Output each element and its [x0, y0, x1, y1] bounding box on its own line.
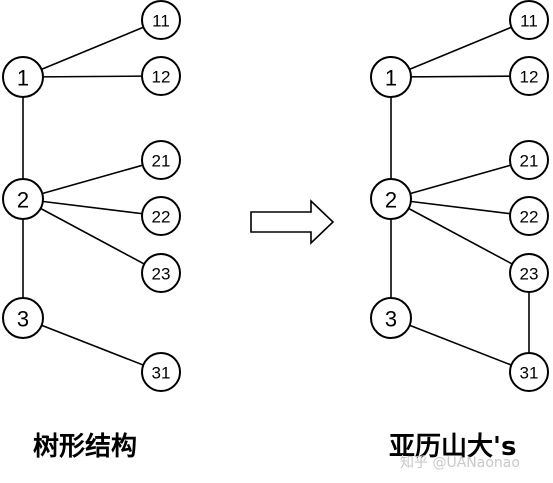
- right-node-23: 23: [509, 253, 549, 293]
- right-edge-2-21: [390, 159, 530, 200]
- left-node-label-1: 1: [17, 66, 29, 91]
- left-node-circle-23: [141, 253, 181, 293]
- right-edge-3-31: [390, 317, 530, 373]
- left-node-label-22: 22: [152, 208, 171, 227]
- left-node-circle-11: [141, 0, 181, 40]
- left-node-11: 11: [141, 0, 181, 40]
- right-graph-edges: [390, 19, 530, 373]
- right-node-22: 22: [509, 196, 549, 236]
- left-node-label-3: 3: [17, 307, 29, 332]
- left-edge-2-21: [22, 159, 162, 200]
- left-node-label-12: 12: [152, 68, 171, 87]
- right-caption: 亚历山大's: [389, 432, 517, 462]
- left-node-1: 1: [2, 56, 44, 98]
- right-node-label-12: 12: [520, 68, 539, 87]
- left-node-3: 3: [2, 297, 44, 339]
- left-edge-2-23: [22, 198, 162, 274]
- right-node-circle-11: [509, 0, 549, 40]
- right-node-label-1: 1: [385, 66, 397, 91]
- left-node-label-23: 23: [152, 265, 171, 284]
- right-node-label-23: 23: [520, 265, 539, 284]
- right-edge-2-22: [390, 198, 530, 217]
- left-node-21: 21: [141, 140, 181, 180]
- right-arrow-icon: [250, 199, 335, 245]
- right-node-label-11: 11: [520, 12, 538, 31]
- left-node-circle-2: [2, 178, 44, 220]
- right-node-circle-23: [509, 253, 549, 293]
- right-node-circle-1: [370, 56, 412, 98]
- left-caption: 树形结构: [33, 432, 138, 462]
- left-edge-1-12: [22, 75, 162, 78]
- left-edge-3-31: [22, 317, 162, 373]
- right-node-label-21: 21: [520, 152, 539, 171]
- left-node-23: 23: [141, 253, 181, 293]
- left-edge-2-22: [22, 198, 162, 217]
- left-node-label-11: 11: [152, 12, 170, 31]
- left-node-2: 2: [2, 178, 44, 220]
- right-edge-1-12: [390, 75, 530, 78]
- left-node-31: 31: [141, 352, 181, 392]
- right-node-11: 11: [509, 0, 549, 40]
- left-node-circle-21: [141, 140, 181, 180]
- left-node-12: 12: [141, 56, 181, 96]
- right-node-label-3: 3: [385, 307, 397, 332]
- left-node-circle-1: [2, 56, 44, 98]
- right-node-circle-22: [509, 196, 549, 236]
- right-node-21: 21: [509, 140, 549, 180]
- watermark: 知乎 @UANaonao: [400, 455, 520, 471]
- right-node-circle-2: [370, 178, 412, 220]
- right-node-12: 12: [509, 56, 549, 96]
- left-edge-1-11: [22, 19, 162, 78]
- right-node-circle-21: [509, 140, 549, 180]
- left-node-circle-22: [141, 196, 181, 236]
- right-node-label-22: 22: [520, 208, 539, 227]
- right-node-1: 1: [370, 56, 412, 98]
- right-node-2: 2: [370, 178, 412, 220]
- left-node-circle-12: [141, 56, 181, 96]
- right-node-31: 31: [509, 352, 549, 392]
- right-node-circle-12: [509, 56, 549, 96]
- left-node-circle-3: [2, 297, 44, 339]
- right-node-label-2: 2: [385, 188, 397, 213]
- left-node-label-2: 2: [17, 188, 29, 213]
- right-node-3: 3: [370, 297, 412, 339]
- left-node-circle-31: [141, 352, 181, 392]
- right-node-circle-3: [370, 297, 412, 339]
- left-node-label-31: 31: [152, 364, 171, 383]
- right-node-label-31: 31: [520, 364, 539, 383]
- right-edge-2-23: [390, 198, 530, 274]
- right-node-circle-31: [509, 352, 549, 392]
- left-node-22: 22: [141, 196, 181, 236]
- left-node-label-21: 21: [152, 152, 171, 171]
- right-edge-1-11: [390, 19, 530, 78]
